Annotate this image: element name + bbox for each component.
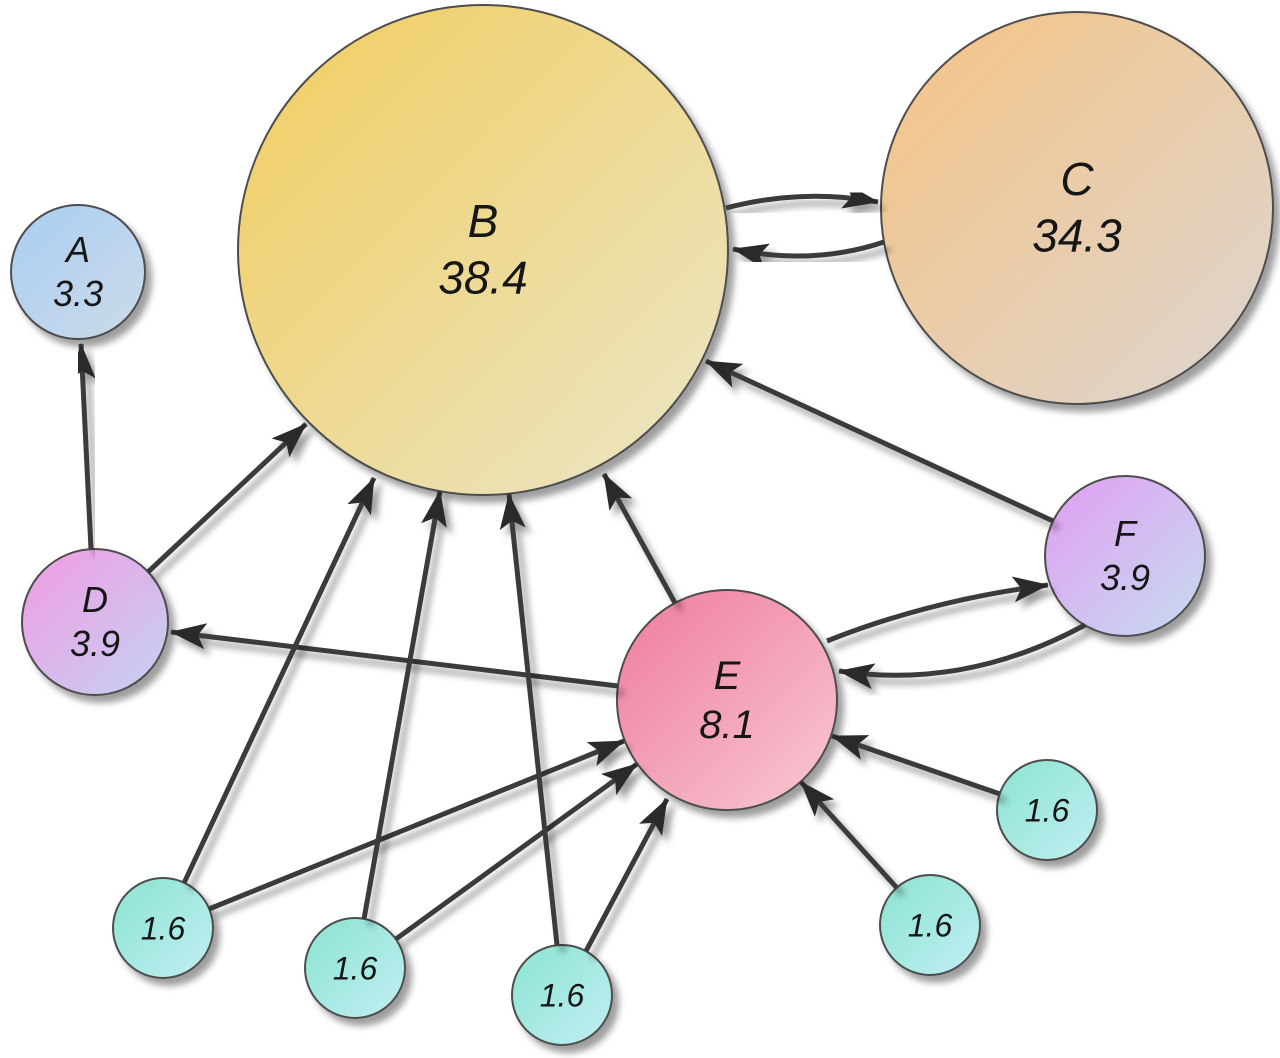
- edge-small-2-to-E: [394, 761, 639, 942]
- node-small-4-circle: [879, 874, 981, 976]
- edge-small-3-to-E: [583, 797, 670, 953]
- node-E-label: E: [714, 654, 742, 698]
- edge-F-to-E: [838, 622, 1087, 690]
- node-small-2-circle: [304, 917, 406, 1019]
- node-F-value: 3.9: [1100, 557, 1150, 598]
- edge-C-to-B: [732, 239, 885, 270]
- edge-D-to-A: [69, 343, 96, 550]
- edge-F-to-B: [704, 358, 1055, 524]
- node-B-circle: [237, 4, 729, 496]
- edge-small-5-to-E: [831, 733, 1001, 797]
- node-small-1-value: 1.6: [141, 911, 186, 947]
- node-D-value: 3.9: [70, 623, 120, 664]
- node-small-5-value: 1.6: [1025, 793, 1070, 829]
- node-small-5-circle: [996, 759, 1098, 861]
- edge-small-4-to-E: [799, 780, 899, 890]
- edge-D-to-B: [146, 422, 308, 574]
- edge-E-to-D: [170, 623, 619, 689]
- edge-E-to-F: [826, 576, 1049, 644]
- node-small-3-value: 1.6: [540, 978, 585, 1014]
- node-D-label: D: [82, 579, 108, 620]
- node-A-circle: [10, 204, 146, 340]
- edge-small-1-to-B: [181, 476, 377, 885]
- edge-E-to-B: [601, 472, 678, 605]
- edge-B-to-C: [725, 182, 879, 211]
- edge-small-2-to-B: [361, 490, 447, 920]
- node-B-value: 38.4: [438, 252, 528, 304]
- node-A-value: 3.3: [53, 273, 103, 314]
- node-small-3-circle: [511, 944, 613, 1046]
- node-B-label: B: [468, 195, 499, 247]
- node-C-circle: [880, 11, 1274, 405]
- node-A-label: A: [64, 229, 90, 270]
- node-E-value: 8.1: [699, 703, 755, 747]
- node-F-circle: [1044, 475, 1206, 637]
- node-F-label: F: [1114, 513, 1138, 554]
- node-D-circle: [21, 548, 169, 696]
- node-C-value: 34.3: [1032, 210, 1122, 262]
- edge-small-3-to-B: [499, 493, 560, 946]
- node-small-2-value: 1.6: [333, 951, 378, 987]
- node-C-label: C: [1060, 153, 1094, 205]
- node-small-1-circle: [112, 877, 214, 979]
- edge-small-1-to-E: [208, 738, 625, 912]
- node-E-circle: [616, 589, 838, 811]
- node-small-4-value: 1.6: [908, 908, 953, 944]
